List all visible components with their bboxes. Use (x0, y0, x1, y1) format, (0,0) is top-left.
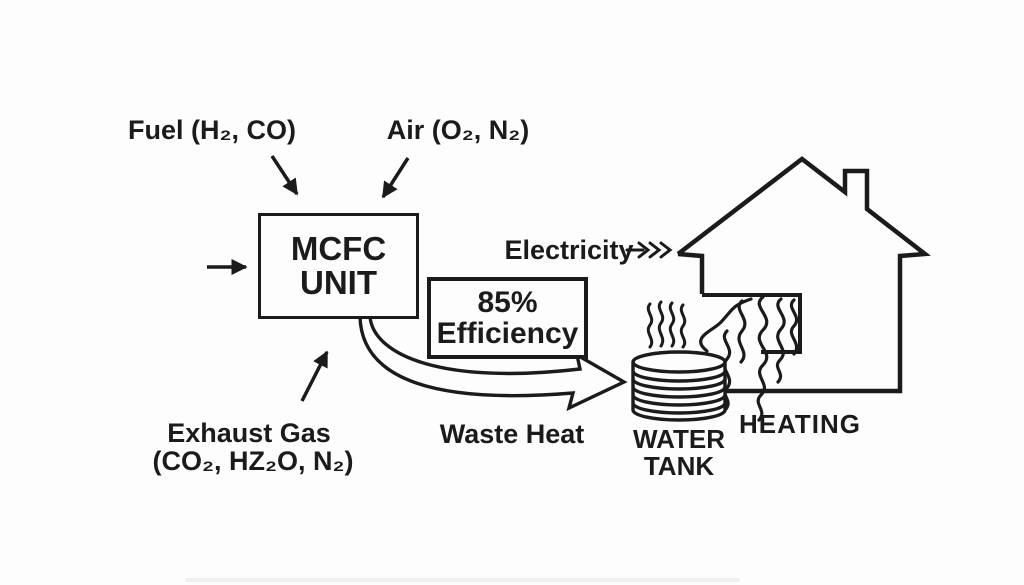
steam-line (657, 300, 665, 348)
house-roof-wall (676, 156, 931, 394)
squiggle-line (775, 297, 786, 384)
steam-lines (646, 300, 687, 349)
steam-line (668, 301, 676, 348)
waste-heat-arrow (358, 315, 628, 412)
mcfc-unit-box: MCFC UNIT (258, 213, 419, 319)
squiggle-line (756, 295, 769, 422)
efficiency-box: 85% Efficiency (427, 277, 588, 359)
efficiency-word: Efficiency (436, 317, 579, 350)
mcfc-unit-label-line1: MCFC (290, 230, 387, 267)
house-outline (676, 156, 931, 394)
air-arrow (381, 157, 410, 199)
exhaust-arrow (300, 350, 329, 402)
fuel-arrow (270, 155, 299, 196)
exhaust-gas-label-line2: (CO₂, HZ₂O, N₂) (152, 446, 354, 476)
efficiency-value: 85% (477, 286, 538, 319)
heating-label: HEATING (738, 409, 862, 439)
chevron-icon (659, 241, 673, 259)
chevron-icon (648, 241, 662, 259)
water-tank-shape (631, 350, 727, 422)
air-label: Air (O₂, N₂) (386, 115, 530, 145)
radiator-frame (702, 293, 802, 354)
scan-artifact-smudge (185, 578, 740, 582)
water-tank-label-line2: TANK (643, 451, 715, 481)
water-tank-label-line1: WATER (633, 424, 725, 454)
radiator-panel (702, 293, 802, 354)
chevron-icon (637, 241, 651, 259)
mcfc-unit-label-line2: UNIT (300, 264, 377, 301)
waste-heat-label: Waste Heat (439, 419, 585, 449)
steam-line (646, 302, 654, 349)
electricity-label: Electricity (504, 235, 634, 265)
squiggle-line (789, 298, 799, 356)
house-left-wall (677, 251, 705, 294)
tank-ribs (631, 370, 727, 415)
squiggle-line (737, 299, 747, 364)
steam-line (679, 303, 687, 349)
heat-squiggles (699, 295, 799, 422)
exhaust-gas-label-line1: Exhaust Gas (167, 418, 331, 448)
tank-top (631, 350, 727, 374)
tank-body (631, 362, 727, 422)
electricity-arrow (625, 241, 673, 259)
fuel-label: Fuel (H₂, CO) (128, 115, 296, 145)
